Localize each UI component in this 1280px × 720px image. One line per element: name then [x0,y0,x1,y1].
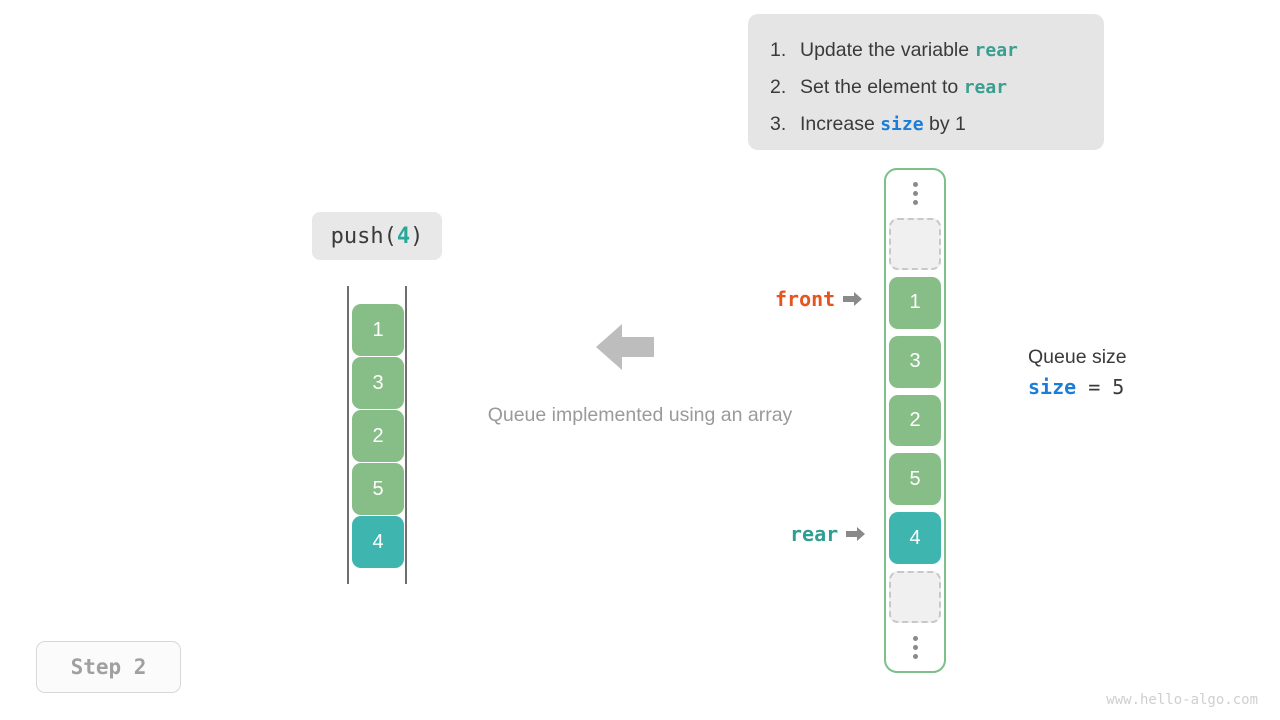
size-expression: size = 5 [1028,371,1127,403]
queue-cell: 2 [352,410,404,462]
instruction-item: 3. Increase size by 1 [748,106,1104,143]
left-arrow-icon [596,322,656,372]
array-cell-empty [889,571,941,624]
pointer-rear: rear [790,522,866,546]
instruction-number: 2. [770,76,787,98]
array-cell: 2 [889,394,941,447]
list-rail-left [347,286,349,584]
array-cell: 3 [889,335,941,388]
instruction-item: 2. Set the element to rear [748,69,1104,106]
ellipsis-bottom-icon [912,623,918,671]
queue-cell-new: 4 [352,516,404,568]
instruction-item: 1. Update the variable rear [748,32,1104,69]
operation-argument: 4 [396,223,411,249]
size-variable: size [1028,375,1077,399]
instruction-text: Update the variable [800,39,975,61]
pointer-rear-label: rear [790,522,839,546]
arrow-right-icon [843,287,863,311]
operation-name: push( [330,223,397,249]
keyword-rear: rear [963,77,1008,98]
queue-cell: 1 [352,304,404,356]
step-badge: Step 2 [36,641,181,693]
array-cell-empty [889,217,941,270]
size-title: Queue size [1028,346,1127,368]
arrow-right-icon [846,522,866,546]
abstract-queue-cells: 1 3 2 5 4 [352,304,404,568]
instruction-text: Set the element to [800,76,964,98]
size-value: = 5 [1076,375,1125,399]
keyword-rear: rear [974,40,1018,61]
queue-cell: 5 [352,463,404,515]
instruction-text-tail: by 1 [923,113,966,135]
instruction-number: 1. [770,39,787,61]
operation-close-paren: ) [410,223,424,249]
array-cell: 5 [889,453,941,506]
pointer-front: front [775,287,863,311]
array-container: 1 3 2 5 4 [884,168,946,673]
abstract-queue-list: 1 3 2 5 4 [347,286,407,584]
array-cell: 1 [889,276,941,329]
diagram-caption: Queue implemented using an array [487,404,793,426]
ellipsis-top-icon [912,170,918,218]
instruction-panel: 1. Update the variable rear 2. Set the e… [748,14,1104,150]
size-readout: Queue size size = 5 [1028,343,1127,403]
instruction-number: 3. [770,113,787,135]
operation-label: push(4) [312,212,442,260]
list-rail-right [405,286,407,584]
queue-cell: 3 [352,357,404,409]
array-cell-new: 4 [889,512,941,565]
instruction-text: Increase [800,113,881,135]
keyword-size: size [880,114,924,135]
pointer-front-label: front [775,287,836,311]
watermark: www.hello-algo.com [1106,692,1258,708]
